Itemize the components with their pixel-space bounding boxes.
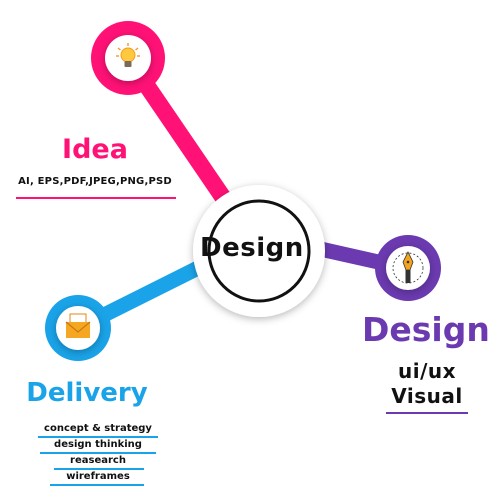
design-subtitle-visual: Visual [391, 384, 463, 408]
idea-underline [16, 197, 176, 199]
delivery-item: reasearch [70, 455, 126, 466]
delivery-underline [50, 484, 144, 486]
design-subtitle-uiux: ui/ux [397, 359, 457, 383]
pen-nib-icon [392, 251, 424, 284]
delivery-node [45, 295, 111, 361]
hub-label: Design [200, 233, 304, 263]
idea-formats: AI, EPS,PDF,JPEG,PNG,PSD [18, 176, 172, 187]
hub-ring [207, 199, 311, 303]
design-title: Design [362, 310, 490, 349]
delivery-underline [38, 436, 158, 438]
delivery-underline [54, 468, 144, 470]
lightbulb-icon [116, 43, 140, 67]
idea-node [91, 21, 165, 95]
delivery-item: design thinking [54, 439, 142, 450]
delivery-title: Delivery [26, 378, 148, 408]
envelope-icon [65, 313, 91, 338]
delivery-underline [40, 452, 156, 454]
design-node [375, 235, 441, 301]
delivery-item: concept & strategy [44, 423, 152, 434]
delivery-item: wireframes [66, 471, 130, 482]
design-underline [386, 412, 468, 414]
idea-title: Idea [62, 134, 128, 165]
